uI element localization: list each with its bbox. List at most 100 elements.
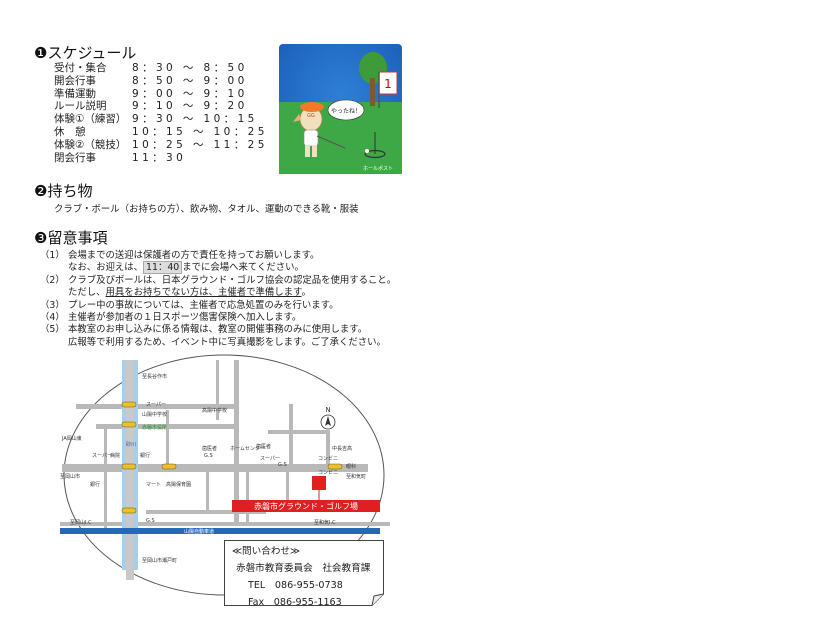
expressway bbox=[60, 528, 380, 534]
illustration-caption: ホールポスト bbox=[363, 165, 393, 172]
schedule-row: 体験②（競技） 10：25 ～ 11：25 bbox=[54, 139, 268, 152]
map-label: 歯医者 bbox=[202, 445, 217, 452]
flag-number: 1 bbox=[384, 77, 392, 91]
note-number: （3） bbox=[40, 299, 65, 311]
speech-text: やったね！ bbox=[331, 107, 361, 115]
map-label: 銀行 bbox=[140, 452, 150, 459]
contact-title: ≪問い合わせ≫ bbox=[232, 546, 301, 557]
note-number: （5） bbox=[40, 324, 65, 336]
north-arrow-icon: N bbox=[320, 406, 336, 430]
schedule-row: 開会行事 8：50 ～ 9：00 bbox=[54, 75, 268, 88]
roads bbox=[60, 360, 390, 528]
map-label: 至岡山I.C bbox=[70, 519, 92, 526]
map-label: G.S bbox=[204, 453, 213, 459]
map-label: 高陽保育園 bbox=[166, 481, 191, 488]
note-underlined: 用具をお持ちでない方は、主催者で準備します bbox=[105, 287, 302, 299]
schedule-label: 休 憩 bbox=[54, 125, 86, 138]
map-label: 高陽中学校 bbox=[202, 407, 227, 414]
contact-box-frame bbox=[224, 540, 384, 606]
venue-label-box bbox=[232, 500, 380, 512]
note-text: クラブ及びボールは、日本グラウンド・ゴルフ協会の認定品を使用すること。 bbox=[68, 274, 397, 286]
note-number: （2） bbox=[40, 274, 65, 286]
note-text: 会場までの送迎は保護者の方で責任を持ってお願いします。 bbox=[68, 250, 320, 261]
map-label: 砂川 bbox=[126, 441, 136, 448]
schedule-time: 8：30 ～ 8：50 bbox=[132, 62, 248, 74]
map-label: 赤磐市役所 bbox=[142, 424, 167, 431]
schedule-row: 準備運動 9：00 ～ 9：10 bbox=[54, 88, 268, 101]
map-label: マート bbox=[146, 482, 161, 488]
note-text: ただし、 bbox=[68, 287, 106, 299]
schedule-time: 9：30 ～ 10：15 bbox=[132, 113, 258, 126]
north-label: N bbox=[325, 406, 330, 414]
map-label: 至長谷作市 bbox=[142, 373, 167, 380]
map-label: 至和気町 bbox=[346, 473, 366, 480]
map-label: 病院 bbox=[110, 452, 120, 459]
map-label: 山陽中学校 bbox=[142, 411, 167, 418]
note-text: なお、お迎えは、 bbox=[68, 262, 144, 274]
note-text: 。 bbox=[301, 287, 311, 299]
schedule-time: 10：25 ～ 11：25 bbox=[132, 138, 268, 151]
schedule-row: 体験①（練習） 9：30 ～ 10：15 bbox=[54, 113, 268, 126]
main-road bbox=[126, 360, 134, 580]
map-label: 山陽自動車道 bbox=[184, 528, 214, 535]
schedule-table: 受付・集合 8：30 ～ 8：50 開会行事 8：50 ～ 9：00 準備運動 9：0… bbox=[54, 62, 268, 164]
venue-label: 赤磐市グラウンド・ゴルフ場 bbox=[254, 501, 358, 511]
map-label: 銀行 bbox=[90, 481, 100, 488]
contact-org: 赤磐市教育委員会 社会教育課 bbox=[236, 563, 371, 574]
note-text: 本教室のお申し込みに係る情報は、教室の開催事務のみに使用します。 bbox=[68, 324, 368, 336]
schedule-label: 準備運動 bbox=[54, 87, 96, 100]
notes-list: （1）会場までの送迎は保護者の方で責任を持ってお願いします。 なお、お迎えは、1… bbox=[40, 250, 396, 349]
schedule-title: ❶スケジュール bbox=[34, 44, 137, 62]
map-label: JA岡山東 bbox=[61, 435, 82, 442]
map-label: スーパー bbox=[92, 453, 112, 459]
map-label: G.S bbox=[146, 518, 155, 524]
venue-marker bbox=[312, 476, 326, 490]
note-number: （1） bbox=[40, 250, 65, 261]
speech-bubble: やったね！ bbox=[327, 99, 365, 121]
golf-illustration: 1 やったね！ GG ホールポスト bbox=[279, 44, 402, 174]
map-label: 中長吉高 bbox=[332, 445, 352, 452]
flag-icon: 1 bbox=[378, 71, 398, 108]
schedule-label: 閉会行事 bbox=[54, 151, 96, 164]
schedule-label: ルール説明 bbox=[54, 100, 107, 113]
schedule-label: 開会行事 bbox=[54, 74, 96, 87]
map-label: 眼科 bbox=[346, 463, 356, 470]
schedule-time: 10：15 ～ 10：25 bbox=[132, 125, 268, 138]
cap-label: GG bbox=[307, 113, 315, 119]
note-text: 広報等で利用するため、イベント中に写真撮影をします。ご了承ください。 bbox=[68, 336, 386, 348]
note-text: プレー中の事故については、主催者で応急処置のみを行います。 bbox=[68, 299, 339, 311]
map-label: G.S bbox=[278, 462, 287, 468]
hole-post-icon bbox=[364, 132, 386, 159]
schedule-row: 受付・集合 8：30 ～ 8：50 bbox=[54, 62, 268, 75]
map-label: ホームセンター bbox=[230, 445, 265, 452]
note-text: 主催者が参加者の１日スポーツ傷害保険へ加入します。 bbox=[68, 311, 302, 323]
note-number: （4） bbox=[40, 311, 65, 323]
contact-box: ≪問い合わせ≫ 赤磐市教育委員会 社会教育課 TEL 086-955-0738 … bbox=[232, 543, 370, 611]
map-label: コンビニ bbox=[318, 469, 338, 476]
schedule-row: ルール説明 9：10 ～ 9：20 bbox=[54, 100, 268, 113]
items-text: クラブ・ボール（お持ちの方）、飲み物、タオル、運動のできる靴・服装 bbox=[54, 204, 359, 215]
schedule-label: 体験①（練習） bbox=[54, 113, 127, 126]
map-label: スーパー bbox=[146, 402, 166, 408]
map-label: スーパー bbox=[260, 456, 280, 462]
schedule-time: 11：30 bbox=[132, 151, 187, 164]
contact-fax: Fax 086-955-1163 bbox=[248, 597, 342, 608]
map-label: 至和気I.C bbox=[314, 519, 336, 526]
signal-icon bbox=[121, 401, 343, 514]
schedule-time: 9：00 ～ 9：10 bbox=[132, 87, 248, 100]
schedule-label: 体験②（競技） bbox=[54, 138, 127, 151]
items-title: ❷持ち物 bbox=[34, 182, 93, 200]
schedule-time: 9：10 ～ 9：20 bbox=[132, 100, 248, 113]
schedule-row: 閉会行事 11：30 bbox=[54, 152, 268, 165]
note-text: までに会場へ来てください。 bbox=[182, 262, 304, 274]
schedule-label: 受付・集合 bbox=[54, 62, 107, 74]
map-label: 歯医者 bbox=[256, 443, 271, 450]
contact-tel: TEL 086-955-0738 bbox=[248, 580, 343, 591]
schedule-time: 8：50 ～ 9：00 bbox=[132, 74, 248, 87]
schedule-row: 休 憩 10：15 ～ 10：25 bbox=[54, 126, 268, 139]
dog-mascot-icon: GG bbox=[293, 102, 346, 157]
notes-title: ❸留意事項 bbox=[34, 229, 108, 247]
map-label: 至岡山市瀬戸町 bbox=[142, 557, 177, 564]
access-map: 赤磐市グラウンド・ゴルフ場 N 至長谷作市 スーパー 山陽中学校 高陽中学校 赤… bbox=[60, 354, 390, 596]
pickup-time: 11：40 bbox=[143, 261, 183, 275]
